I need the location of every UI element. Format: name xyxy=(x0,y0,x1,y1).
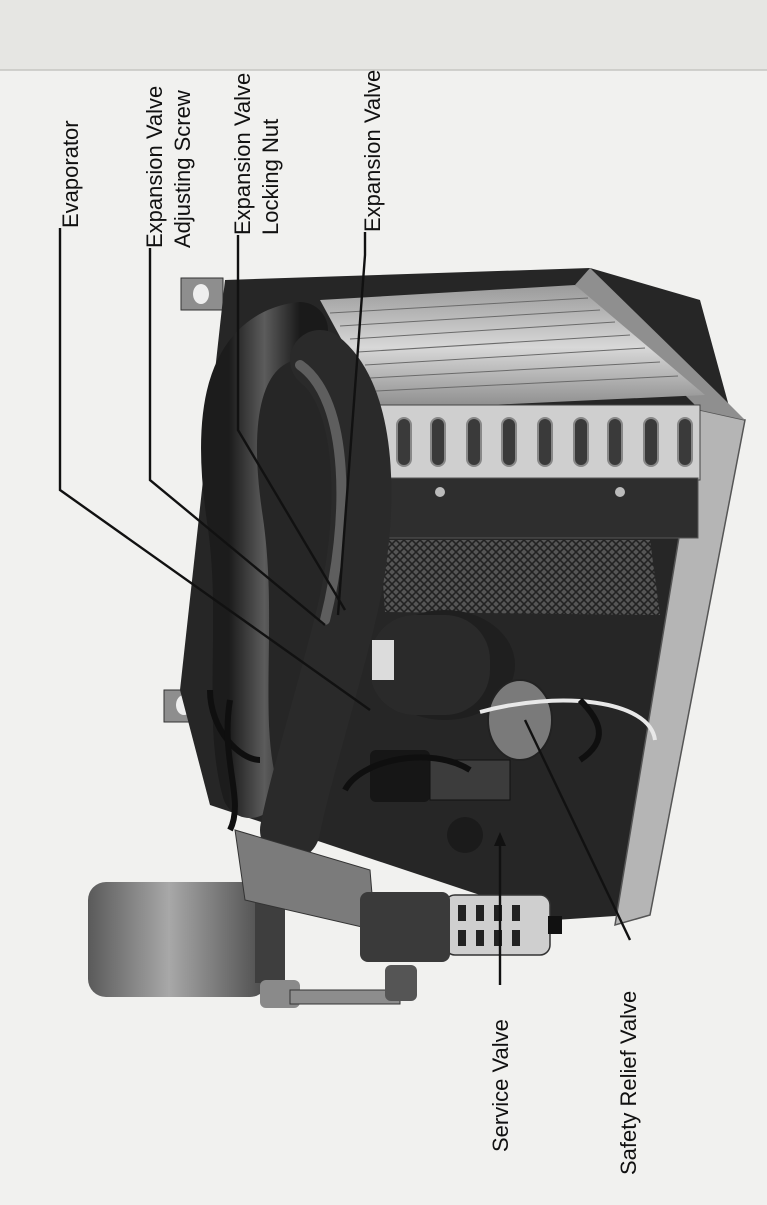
leader-locking-nut xyxy=(236,235,347,611)
leader-adjusting-screw xyxy=(148,248,326,626)
label-evaporator: Evaporator xyxy=(58,120,83,228)
leader-lines xyxy=(58,228,632,985)
leader-expansion-valve xyxy=(336,232,367,616)
mounting-tab-top xyxy=(180,277,224,311)
leader-safety-relief-valve xyxy=(523,719,632,941)
top-band xyxy=(0,0,767,70)
label-locking-nut-line1: Expansion Valve xyxy=(230,73,255,235)
pipe-fitting xyxy=(385,965,417,1001)
label-adjusting-screw-line2: Adjusting Screw xyxy=(170,90,195,248)
fan-guard xyxy=(380,540,660,615)
service-valve-arrowhead xyxy=(494,832,506,846)
label-locking-nut-line2: Locking Nut xyxy=(258,119,283,235)
cabinet-top-edge xyxy=(575,268,745,420)
white-wire xyxy=(479,698,657,741)
safety-relief-valve xyxy=(487,679,553,761)
label-adjusting-screw-line1: Expansion Valve xyxy=(142,86,167,248)
label-service-valve: Service Valve xyxy=(488,1019,513,1152)
strainer xyxy=(360,892,562,962)
service-valve xyxy=(370,750,511,853)
condenser-coil xyxy=(320,285,705,539)
leader-evaporator xyxy=(58,228,371,711)
copper-tubing xyxy=(207,689,602,832)
compressor xyxy=(370,610,515,720)
evaporator-hoses xyxy=(200,302,392,860)
label-expansion-valve: Expansion Valve xyxy=(360,70,385,232)
pipe-tee xyxy=(289,989,401,1005)
label-safety-relief-valve: Safety Relief Valve xyxy=(616,991,641,1175)
